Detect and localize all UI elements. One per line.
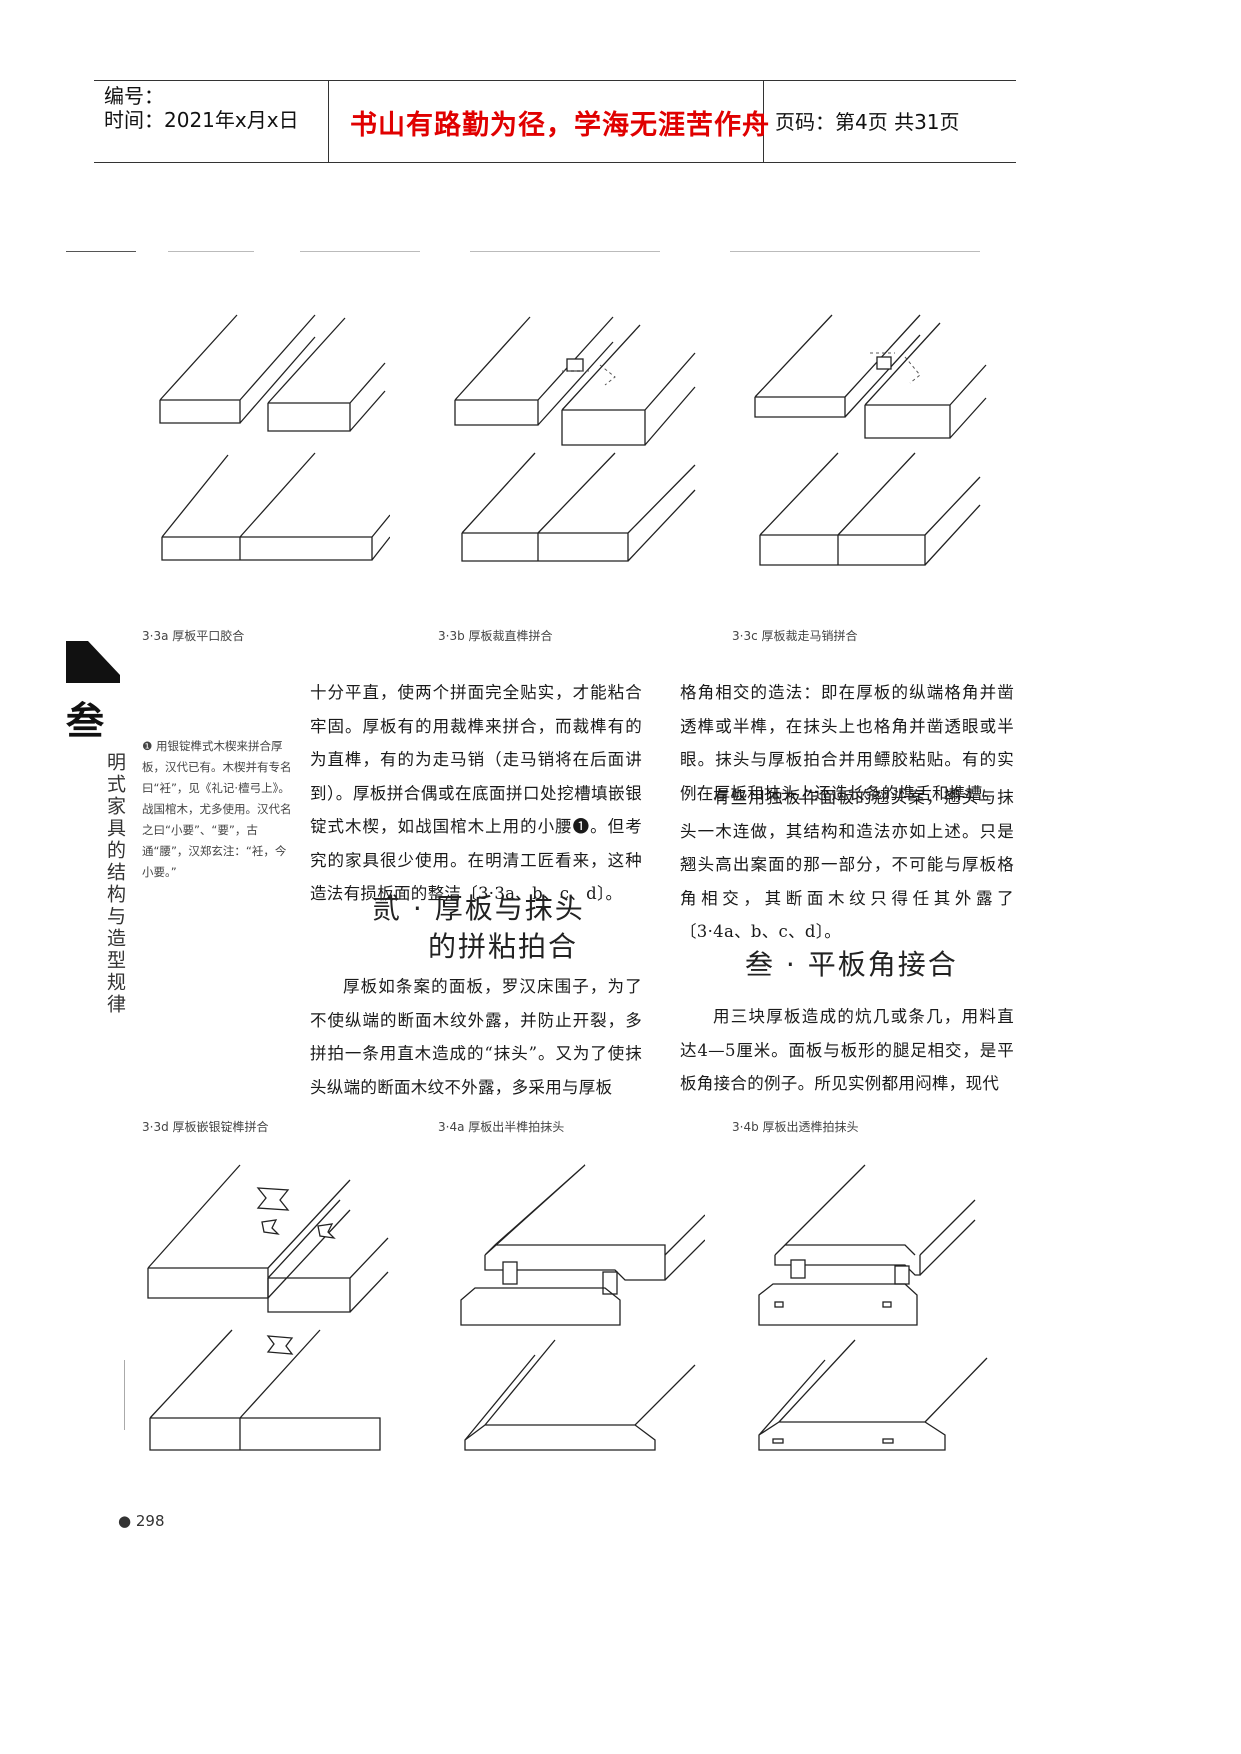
chapter-mark: 叁 xyxy=(66,699,105,743)
scan-rule xyxy=(168,251,254,252)
col2-paragraph-3: 用三块厚板造成的炕几或条几，用料直达4—5厘米。面板与板形的腿足相交，是平板角接… xyxy=(680,1007,1014,1093)
figure-3-4a xyxy=(460,1164,705,1451)
book-vertical-title: 明式家具的结构与造型规律 xyxy=(104,752,126,1016)
caption-3-3c: 3·3c 厚板裁走马销拼合 xyxy=(732,629,858,643)
document-time-label: 时间：2021年x月x日 xyxy=(104,108,299,132)
figure-3-3b xyxy=(454,316,696,562)
figure-3-4b xyxy=(758,1164,988,1451)
header-top-rule xyxy=(94,80,1016,81)
caption-3-3d: 3·3d 厚板嵌银锭榫拼合 xyxy=(142,1120,269,1134)
page-number: ● 298 xyxy=(118,1512,165,1530)
scan-mark xyxy=(124,1360,125,1430)
scan-rule xyxy=(300,251,420,252)
footnote: ❶ 用银锭榫式木楔来拼合厚板，汉代已有。木楔并有专名曰“衽”，见《礼记·檀弓上》… xyxy=(142,739,292,879)
col2-paragraph-2: 有些用独板作面板的翘头案，翘头与抹头一木连做，其结构和造法亦如上述。只是翘头高出… xyxy=(680,788,1014,941)
caption-3-4a: 3·4a 厚板出半榫拍抹头 xyxy=(438,1120,565,1134)
scan-rule xyxy=(470,251,660,252)
section-heading-3: 叁 · 平板角接合 xyxy=(745,948,958,981)
chapter-marker-notch xyxy=(88,641,120,675)
col1-paragraph-2: 厚板如条案的面板，罗汉床围子，为了不使纵端的断面木纹外露，并防止开裂，多拼拍一条… xyxy=(310,977,642,1097)
caption-3-3a: 3·3a 厚板平口胶合 xyxy=(142,629,245,643)
section-heading-2-line1: 贰 · 厚板与抹头 xyxy=(372,892,585,925)
caption-3-4b: 3·4b 厚板出透榫拍抹头 xyxy=(732,1120,859,1134)
figure-3-3a xyxy=(159,314,390,561)
page-count-label: 页码：第4页 共31页 xyxy=(775,110,960,134)
figure-3-3c xyxy=(754,314,987,566)
col2-paragraph-1: 格角相交的造法：即在厚板的纵端格角并凿透榫或半榫，在抹头上也格角并凿透眼或半眼。… xyxy=(680,683,1014,803)
header-divider-right xyxy=(763,80,764,162)
header-bottom-rule xyxy=(94,162,1016,163)
header-divider-left xyxy=(328,80,329,162)
scan-rule xyxy=(730,251,980,252)
figure-3-3d xyxy=(147,1164,389,1451)
document-number-label: 编号： xyxy=(104,84,164,108)
col1-paragraph-1: 十分平直，使两个拼面完全贴实，才能粘合牢固。厚板有的用裁榫来拼合，而裁榫有的为直… xyxy=(310,683,642,903)
section-heading-2-line2: 的拼粘拍合 xyxy=(428,930,579,963)
scan-rule xyxy=(66,251,136,252)
header-motto: 书山有路勤为径，学海无涯苦作舟 xyxy=(350,110,770,141)
caption-3-3b: 3·3b 厚板裁直榫拼合 xyxy=(438,629,553,643)
